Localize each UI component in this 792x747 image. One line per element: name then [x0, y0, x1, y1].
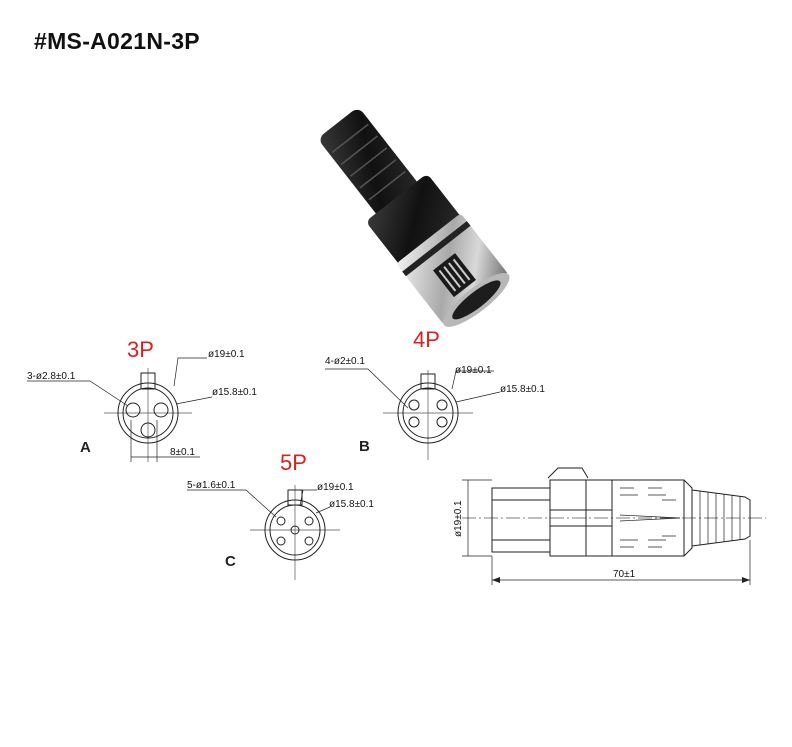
variant-b-outer-dim: ø19±0.1 [455, 365, 492, 376]
variant-c-pin-count: 5P [280, 450, 307, 475]
connector-photo [320, 109, 510, 327]
variant-c-outer-dim: ø19±0.1 [317, 482, 354, 493]
variant-a-inner-dim: ø15.8±0.1 [212, 387, 257, 398]
variant-b-pin-count: 4P [413, 327, 440, 352]
side-view-length-dim: 70±1 [613, 569, 636, 580]
side-view-diameter-dim: ø19±0.1 [453, 500, 464, 537]
product-title: #MS-A021N-3P [34, 28, 200, 54]
variant-a-letter: A [80, 439, 91, 456]
variant-c-drawing [187, 485, 340, 580]
variant-a-pin-dim: 3-ø2.8±0.1 [27, 371, 76, 382]
variant-a-pin-count: 3P [127, 337, 154, 362]
variant-a-drawing [27, 357, 213, 462]
variant-c-pin-dim: 5-ø1.6±0.1 [187, 480, 236, 491]
variant-b-pin-dim: 4-ø2±0.1 [325, 356, 365, 367]
variant-b-letter: B [359, 438, 370, 455]
variant-c-inner-dim: ø15.8±0.1 [329, 499, 374, 510]
variant-a-outer-dim: ø19±0.1 [208, 349, 245, 360]
variant-a-spacing-dim: 8±0.1 [170, 447, 195, 458]
variant-b-inner-dim: ø15.8±0.1 [500, 384, 545, 395]
variant-b-drawing [325, 368, 501, 460]
side-view-drawing [462, 467, 766, 585]
variant-c-letter: C [225, 553, 236, 570]
